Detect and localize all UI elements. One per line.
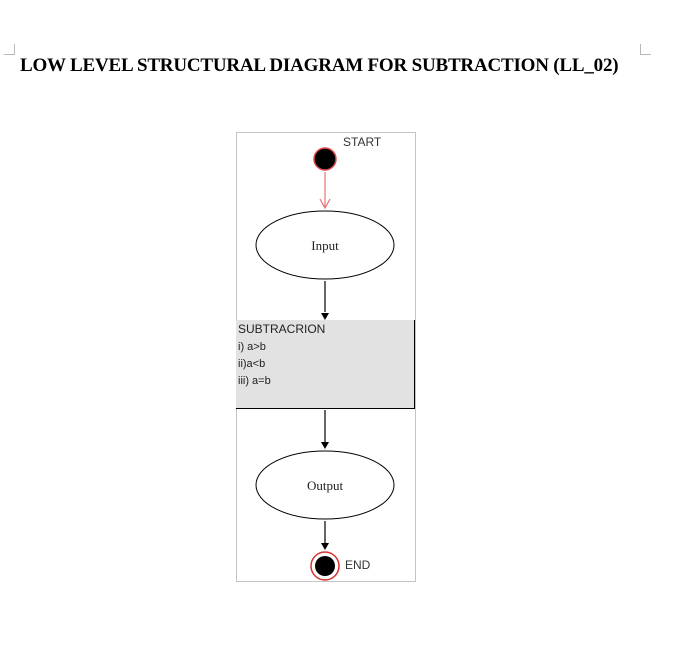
process-case-3: iii) a=b xyxy=(238,375,271,387)
subtraction-process-box: SUBTRACRION i) a>b ii)a<b iii) a=b xyxy=(236,320,415,409)
input-node xyxy=(255,210,395,280)
start-label: START xyxy=(343,135,382,149)
input-to-process-arrowhead xyxy=(321,313,329,320)
output-label: Output xyxy=(307,478,344,493)
end-label: END xyxy=(345,558,371,572)
process-case-2: ii)a<b xyxy=(238,358,266,370)
output-to-end-arrowhead xyxy=(321,543,329,550)
input-label: Input xyxy=(311,238,339,253)
page-corner-mark-right xyxy=(640,44,651,55)
start-node xyxy=(313,147,337,171)
page-corner-mark-left xyxy=(4,44,15,55)
output-node xyxy=(255,450,395,520)
process-title: SUBTRACRION xyxy=(238,322,326,336)
process-case-1: i) a>b xyxy=(238,341,266,353)
process-to-output-arrowhead xyxy=(321,442,329,449)
page-title: LOW LEVEL STRUCTURAL DIAGRAM FOR SUBTRAC… xyxy=(20,55,619,76)
end-node xyxy=(315,556,335,576)
